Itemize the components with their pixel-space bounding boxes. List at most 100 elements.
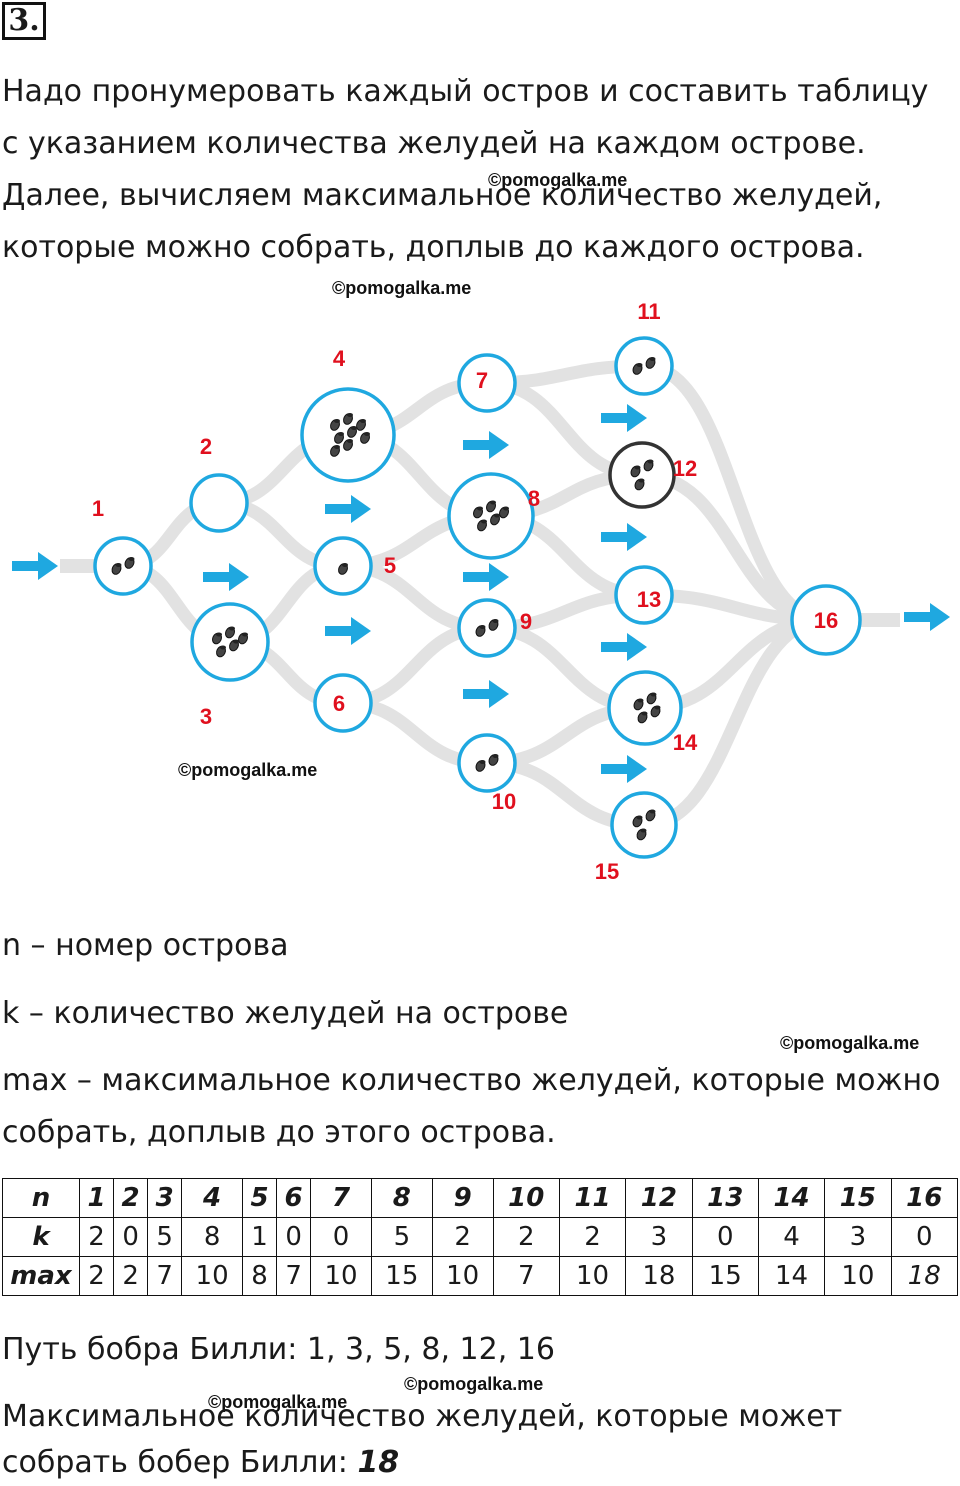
table-cell: 10 bbox=[181, 1256, 243, 1296]
table-cell: 0 bbox=[310, 1217, 372, 1257]
acorn-cap bbox=[650, 692, 657, 697]
island-number: 15 bbox=[595, 859, 619, 884]
table-cell: 9 bbox=[431, 1178, 494, 1218]
acorn-cap bbox=[636, 815, 643, 820]
table-cell: 8 bbox=[181, 1217, 243, 1257]
acorn-cap bbox=[641, 711, 648, 716]
island-number: 13 bbox=[637, 587, 661, 612]
flow-arrow-icon bbox=[203, 563, 249, 591]
table-cell: 7 bbox=[310, 1178, 372, 1218]
table-cell: 0 bbox=[691, 1217, 759, 1257]
table-cell: 0 bbox=[113, 1217, 149, 1257]
island bbox=[190, 602, 270, 682]
island bbox=[189, 473, 249, 533]
table-cell: 15 bbox=[824, 1178, 892, 1218]
flow-arrow-icon bbox=[601, 633, 647, 661]
island bbox=[607, 670, 683, 746]
acorn-cap bbox=[351, 426, 357, 430]
table-cell: 18 bbox=[625, 1256, 693, 1296]
island-circle bbox=[93, 536, 153, 596]
acorn-cap bbox=[492, 754, 499, 758]
island bbox=[457, 733, 517, 793]
island-number: 11 bbox=[637, 299, 660, 324]
acorn-cap bbox=[654, 705, 661, 710]
answer-text: Максимальное количество желудей, которые… bbox=[2, 1394, 952, 1486]
island bbox=[313, 673, 373, 733]
island-number: 6 bbox=[333, 691, 345, 716]
watermark: ©pomogalka.me bbox=[488, 170, 628, 190]
island-circle bbox=[790, 584, 862, 656]
flow-arrow-icon bbox=[325, 617, 371, 645]
river-path bbox=[643, 359, 827, 627]
island bbox=[614, 565, 674, 625]
table-cell: 11 bbox=[558, 1178, 627, 1218]
table-row-label: max bbox=[2, 1256, 80, 1296]
island bbox=[614, 336, 674, 396]
flow-arrow-icon bbox=[463, 680, 509, 708]
table-cell: 1 bbox=[78, 1178, 115, 1218]
acorn-cap bbox=[637, 698, 644, 703]
table-cell: 10 bbox=[431, 1256, 494, 1296]
acorn-cap bbox=[481, 519, 487, 524]
acorn-cap bbox=[338, 432, 344, 436]
acorn-cap bbox=[477, 506, 483, 511]
acorn-cap bbox=[479, 760, 486, 764]
island-circle bbox=[607, 670, 683, 746]
intro-text: Надо пронумеровать каждый остров и соста… bbox=[2, 74, 929, 265]
watermark: ©pomogalka.me bbox=[178, 760, 318, 780]
island-number: 8 bbox=[528, 486, 540, 511]
acorn-cap bbox=[216, 632, 222, 637]
table-cell: 3 bbox=[824, 1217, 892, 1257]
island-number: 12 bbox=[673, 456, 697, 481]
acorn-cap bbox=[647, 459, 654, 464]
flow-arrows bbox=[12, 404, 950, 783]
island-circle bbox=[614, 565, 674, 625]
island-number: 1 bbox=[92, 496, 104, 521]
task-number: 3. bbox=[2, 2, 46, 40]
acorn-cap bbox=[220, 645, 226, 650]
acorn-cap bbox=[490, 500, 496, 505]
acorn-cap bbox=[115, 563, 122, 567]
answer-value: 18 bbox=[357, 1445, 400, 1480]
island-number: 7 bbox=[476, 368, 488, 393]
table-cell: 8 bbox=[241, 1256, 278, 1296]
path-text: Путь бобра Билли: 1, 3, 5, 8, 12, 16 bbox=[2, 1332, 555, 1367]
table-cell: 0 bbox=[890, 1217, 959, 1257]
table-cell: 5 bbox=[241, 1178, 278, 1218]
table-cell: 18 bbox=[890, 1256, 959, 1296]
table-row-label: n bbox=[2, 1178, 80, 1218]
island-circle bbox=[457, 353, 517, 413]
table-cell: 4 bbox=[757, 1217, 826, 1257]
watermark: ©pomogalka.me bbox=[332, 278, 472, 298]
table-cell: 8 bbox=[370, 1178, 433, 1218]
table-cell: 6 bbox=[276, 1178, 312, 1218]
acorn-cap bbox=[636, 363, 643, 367]
table-cell: 4 bbox=[181, 1178, 243, 1218]
acorn-cap bbox=[233, 639, 239, 644]
acorn-cap bbox=[242, 632, 248, 637]
table-cell: 3 bbox=[625, 1217, 693, 1257]
island bbox=[610, 791, 678, 859]
acorn-cap bbox=[128, 557, 135, 561]
island bbox=[457, 598, 517, 658]
table-cell: 15 bbox=[370, 1256, 433, 1296]
table-row-label: k bbox=[2, 1217, 80, 1257]
table-cell: 13 bbox=[691, 1178, 759, 1218]
island-circle bbox=[190, 602, 270, 682]
island bbox=[790, 584, 862, 656]
table-cell: 2 bbox=[78, 1256, 115, 1296]
acorn-cap bbox=[503, 506, 509, 511]
island-number: 4 bbox=[333, 346, 346, 371]
acorn-cap bbox=[649, 357, 656, 361]
table-cell: 2 bbox=[558, 1217, 627, 1257]
flow-arrow-icon bbox=[601, 755, 647, 783]
watermark: ©pomogalka.me bbox=[404, 1374, 544, 1394]
table-cell: 0 bbox=[276, 1217, 312, 1257]
table-cell: 10 bbox=[310, 1256, 372, 1296]
table-cell: 7 bbox=[147, 1256, 183, 1296]
island-number: 16 bbox=[814, 608, 838, 633]
table-cell: 14 bbox=[757, 1256, 826, 1296]
